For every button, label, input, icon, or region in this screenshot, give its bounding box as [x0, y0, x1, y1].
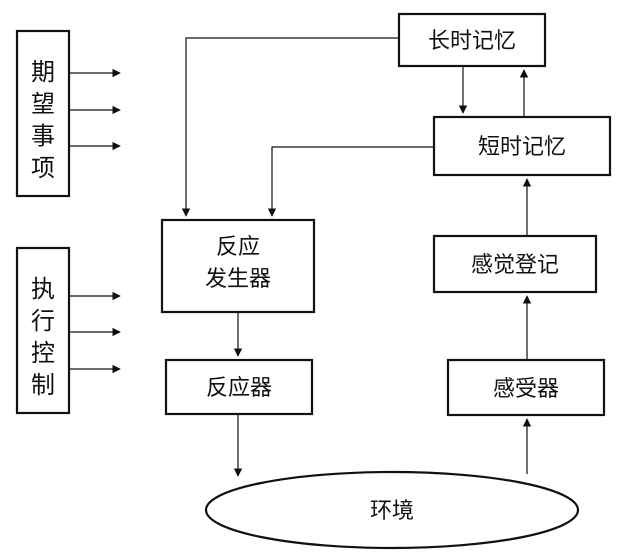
short-term-memory-box: 短时记忆 [432, 115, 612, 177]
environment-ellipse: 环境 [204, 470, 580, 550]
expectations-char-4: 项 [31, 154, 55, 182]
environment-label: 环境 [370, 499, 414, 524]
long-term-memory-label: 长时记忆 [428, 29, 516, 54]
receptor-label: 感受器 [493, 377, 559, 402]
expectations-char-3: 事 [31, 122, 55, 150]
response-generator-label-line-2: 发生器 [205, 267, 271, 292]
response-generator-label-line-1: 反应 [216, 235, 260, 260]
short-term-memory-label: 短时记忆 [478, 135, 566, 160]
expectations-char-2: 望 [31, 90, 55, 118]
executive-control-char-4: 制 [31, 371, 55, 399]
long-term-to-response-generator-arrow [181, 37, 399, 217]
sensory-register-box: 感觉登记 [432, 234, 598, 294]
long-term-memory-box: 长时记忆 [397, 12, 547, 68]
effector-label: 反应器 [206, 376, 272, 401]
short-term-to-response-generator-arrow [267, 146, 434, 217]
sensory-register-label: 感觉登记 [471, 253, 559, 278]
response-generator-box: 反应 发生器 [160, 218, 316, 314]
receptor-box: 感受器 [446, 358, 606, 417]
executive-control-box: 执 行 控 制 [15, 246, 71, 415]
executive-control-char-3: 控 [31, 339, 55, 367]
executive-control-char-1: 执 [31, 275, 55, 303]
expectations-char-1: 期 [31, 58, 55, 86]
expectations-box: 期 望 事 项 [15, 29, 71, 198]
effector-box: 反应器 [164, 358, 314, 416]
executive-control-char-2: 行 [31, 307, 55, 335]
